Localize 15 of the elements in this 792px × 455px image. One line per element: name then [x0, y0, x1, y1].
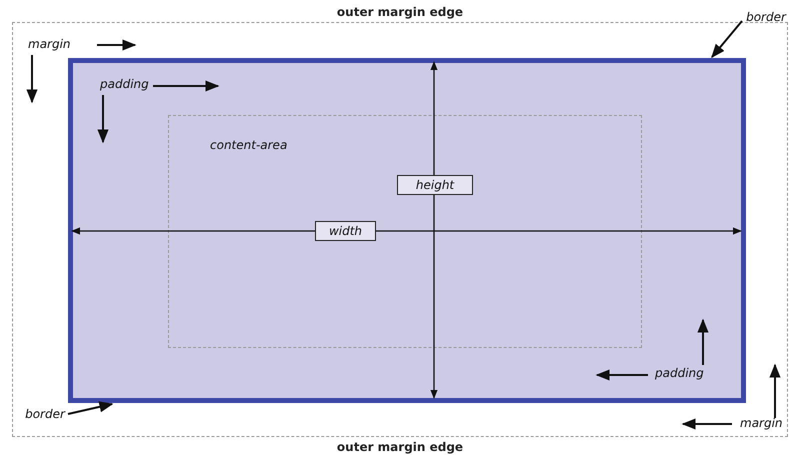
- box-part-label: margin: [28, 37, 71, 51]
- leader-arrow: [68, 401, 114, 415]
- edge-caption: outer margin edge: [336, 440, 464, 454]
- border-label: border: [20, 406, 70, 422]
- box-part-label: padding: [655, 366, 704, 380]
- edge-caption: outer margin edge: [336, 5, 464, 19]
- border-box: [68, 58, 746, 403]
- box-part-label: padding: [100, 77, 149, 91]
- area-caption: content-area: [210, 138, 288, 152]
- border-label: border: [740, 9, 792, 25]
- height-label-box: height: [397, 175, 473, 195]
- content-area-frame: [168, 115, 642, 348]
- leader-arrow: [711, 20, 743, 58]
- width-label-box: width: [315, 221, 376, 241]
- box-part-label: margin: [740, 416, 783, 430]
